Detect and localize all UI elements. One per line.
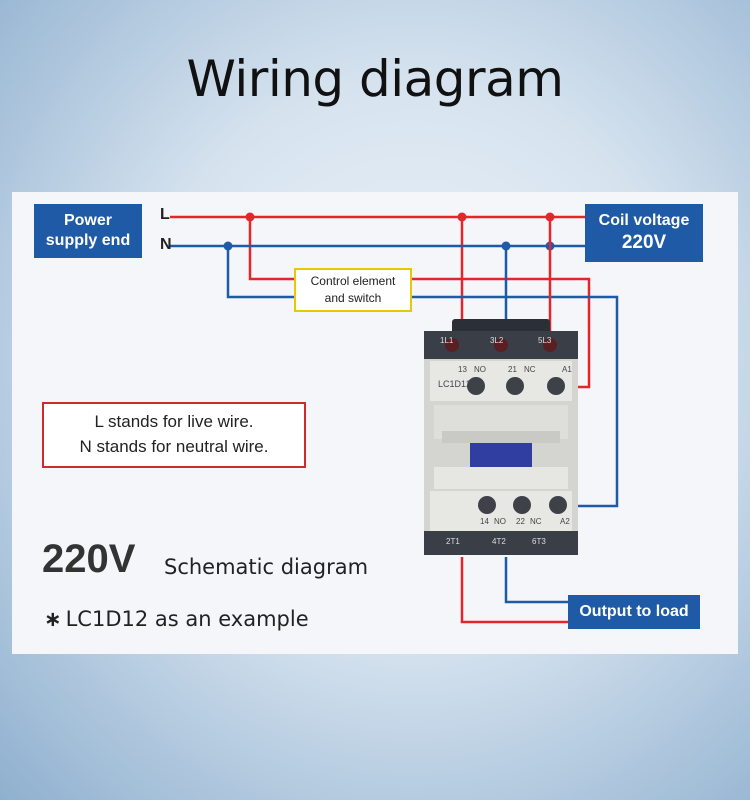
asterisk-icon: ∗ [44,607,62,631]
coil-label: Coil voltage [598,212,690,230]
live-coil-wire [248,217,294,281]
wiring-lines [170,212,619,624]
lower-label-22: 22 [516,517,525,526]
lower-label-14: 14 [480,517,489,526]
junction-dot [245,212,255,222]
terminal-label-5l3: 5L3 [538,336,552,345]
neutral-control-wire [226,246,294,299]
lower-label-nc: NC [530,517,542,526]
legend-box: L stands for live wire. N stands for neu… [42,402,306,468]
output-to-load-box: Output to load [568,595,700,629]
lower-label-no: NO [494,517,506,526]
junction-dot [457,212,467,222]
voltage-heading: 220V [42,537,136,581]
junction-dot [223,241,233,251]
page-title: Wiring diagram [186,50,564,108]
control-label-1: Control element [310,274,396,289]
contactor-body-graphic [424,319,578,555]
legend-line-2: N stands for neutral wire. [79,437,269,456]
power-supply-box: Power supply end [34,204,142,258]
coil-voltage-value: 220V [621,232,667,254]
terminal-label-3l2: 3L2 [490,336,504,345]
junction-dot [501,241,511,251]
live-label: L [160,206,170,223]
model-label: LC1D12 [438,379,472,389]
power-label-2: supply end [45,232,131,249]
neutral-label: N [160,236,172,253]
control-label-2: and switch [324,291,382,305]
control-element-box: Control element and switch [294,268,412,312]
power-label-1: Power [63,212,112,229]
lower-label-a2: A2 [560,517,570,526]
schematic-label: Schematic diagram [164,555,369,579]
terminal-label-2t1: 2T1 [446,537,460,546]
example-text: LC1D12 as an example [65,607,309,631]
diagram-panel: Power supply end L N Coil voltage 220V C… [12,192,738,654]
terminal-label-1l1: 1L1 [440,336,454,345]
live-load-wire [460,557,568,624]
neutral-load-wire [504,557,568,604]
aux-label-nc: NC [524,365,536,374]
legend-line-1: L stands for live wire. [94,412,254,432]
terminal-label-6t3: 6T3 [532,537,546,546]
aux-label-no: NO [474,365,486,374]
example-note: ∗LC1D12 as an example [44,607,309,631]
contactor-device: 1L1 3L2 5L3 13 NO 21 NC A1 LC1D12 14 NO … [424,319,578,557]
aux-label-21: 21 [508,365,517,374]
neutral-coil-wire [408,295,619,508]
aux-label-a1: A1 [562,365,572,374]
terminal-label-4t2: 4T2 [492,537,506,546]
aux-label-13: 13 [458,365,467,374]
coil-voltage-box: Coil voltage 220V [585,204,703,262]
